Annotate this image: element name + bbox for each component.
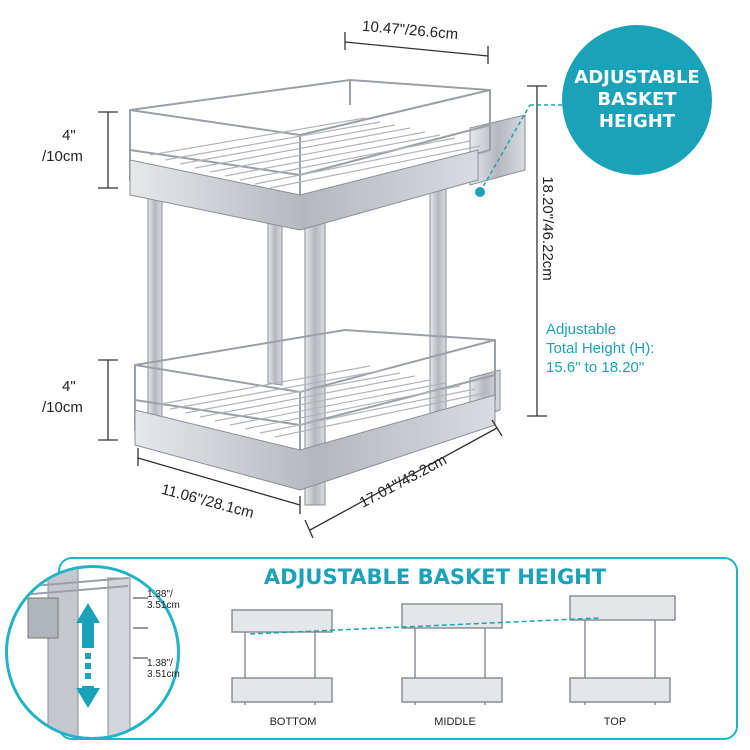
lower-basket-wires xyxy=(154,365,486,438)
lower-gap-label-line1: 4" xyxy=(62,378,76,395)
closeup-illustration xyxy=(8,568,148,737)
adjustable-height-panel xyxy=(58,557,738,740)
upper-gap-label-line1: 4" xyxy=(62,127,76,144)
position-thumbnails xyxy=(231,595,676,705)
thumb-top xyxy=(569,595,676,705)
badge-line2: BASKET xyxy=(597,89,677,110)
position-middle-label: MIDDLE xyxy=(434,716,476,728)
upper-basket-wires xyxy=(149,117,481,189)
lower-gap-label-line2: /10cm xyxy=(42,399,83,416)
adjustable-note-line3: 15.6" to 18.20" xyxy=(546,359,645,376)
step1-line2: 3.51cm xyxy=(147,600,180,611)
position-bottom-label: BOTTOM xyxy=(269,716,317,728)
badge-line3: HEIGHT xyxy=(598,111,676,132)
upper-slide xyxy=(129,149,479,231)
adjustable-note-line2: Total Height (H): xyxy=(546,340,655,357)
panel-title: ADJUSTABLE BASKET HEIGHT xyxy=(263,565,607,589)
badge-leader-dot xyxy=(475,187,485,197)
position-top-label: TOP xyxy=(603,716,627,728)
thumb-bottom xyxy=(231,609,333,705)
adjustable-height-badge: ADJUSTABLE BASKET HEIGHT xyxy=(562,25,712,175)
step2-label: 1.38"/ 3.51cm xyxy=(147,658,180,680)
step2-line2: 3.51cm xyxy=(147,669,180,680)
thumb-middle xyxy=(401,603,503,705)
dimension-lines xyxy=(98,32,547,539)
closeup-circle xyxy=(5,565,180,740)
badge-line1: ADJUSTABLE xyxy=(574,67,700,88)
upper-gap-label-line2: /10cm xyxy=(42,148,83,165)
total-height-label: 18.20"/46.22cm xyxy=(538,176,556,281)
adjustable-note-line1: Adjustable xyxy=(546,321,617,338)
pull-out-organizer-illustration xyxy=(98,32,575,539)
step2-line1: 1.38"/ xyxy=(147,658,173,669)
step1-label: 1.38"/ 3.51cm xyxy=(147,589,180,611)
adjustable-note: Adjustable Total Height (H): 15.6" to 18… xyxy=(546,320,654,377)
step1-line1: 1.38"/ xyxy=(147,589,173,600)
height-reference-line xyxy=(249,617,601,635)
